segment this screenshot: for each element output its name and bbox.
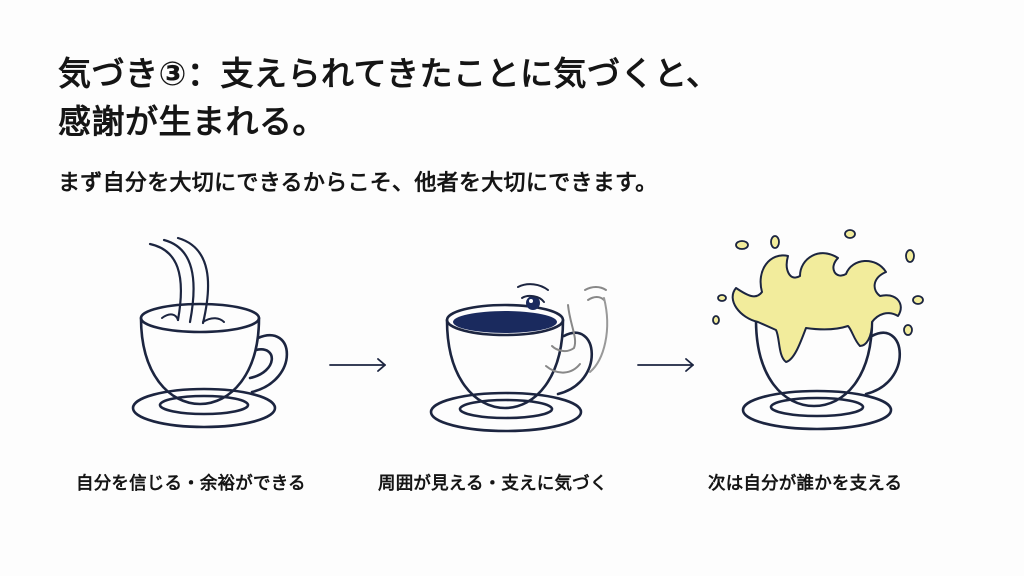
slide-subtitle: まず自分を大切にできるからこそ、他者を大切にできます。 (58, 171, 658, 196)
cup-rim (445, 303, 565, 337)
title-line-2: 感謝が生まれる。 (58, 102, 326, 141)
slide-title: 気づき③：支えられてきたことに気づくと、 感謝が生まれる。 (58, 50, 720, 146)
overflowing-cup-icon (712, 229, 924, 431)
splash-droplets (712, 229, 924, 336)
illustration-row (131, 229, 924, 433)
face-sketch (517, 283, 609, 374)
step-3-caption: 次は自分が誰かを支える (708, 474, 903, 494)
coffee-surface (453, 311, 557, 333)
saucer (131, 387, 277, 429)
overflow-liquid (731, 252, 902, 363)
cup-rim (139, 302, 261, 334)
cup-body (445, 318, 565, 410)
saucer (741, 389, 893, 431)
cup-handle (864, 331, 901, 396)
cup-being-filled-icon (131, 236, 289, 429)
step-1-caption: 自分を信じる・余裕ができる (76, 474, 306, 494)
saucer (429, 391, 583, 433)
step-2-caption: 周囲が見える・支えに気づく (378, 474, 608, 494)
cup-body (754, 318, 874, 408)
cup-body (139, 316, 261, 406)
arrow-right-icon (329, 358, 386, 372)
cup-handle (250, 334, 289, 394)
title-line-1: 気づき③：支えられてきたことに気づくと、 (58, 54, 720, 93)
arrow-right-icon (637, 358, 694, 372)
pouring-stream (148, 236, 210, 325)
cup-with-face-icon (429, 283, 609, 433)
